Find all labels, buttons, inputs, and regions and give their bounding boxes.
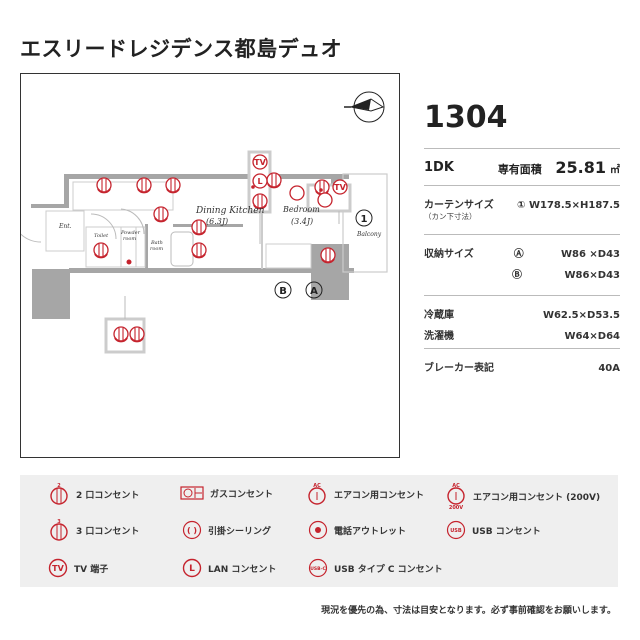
fridge-value: W62.5×D53.5 — [542, 310, 620, 321]
curtain-sublabel: （カン下寸法） — [424, 212, 477, 221]
svg-text:Bath: Bath — [150, 240, 163, 246]
svg-text:TV: TV — [254, 158, 266, 167]
area-unit: ㎡ — [610, 164, 620, 176]
svg-text:Dining Kitchen: Dining Kitchen — [195, 206, 265, 216]
floor-plan: TV L TV Dining Kitchen (6.3J) Bedroom (3.4… — [20, 73, 400, 458]
storage-a-marker: Ⓐ — [513, 249, 524, 260]
svg-text:Balcony: Balcony — [356, 231, 382, 238]
svg-text:A: A — [310, 286, 318, 297]
outlet-3-icon: 3 — [50, 519, 68, 541]
compass-icon — [344, 91, 385, 123]
phone-outlet-icon — [308, 520, 328, 540]
storage-a-value: W86 ×D43 — [560, 249, 620, 260]
svg-text:Bedroom: Bedroom — [282, 205, 320, 214]
tv-terminal-icon: TV — [48, 558, 68, 578]
svg-text:(6.3J): (6.3J) — [206, 217, 228, 226]
svg-text:3: 3 — [57, 519, 61, 525]
layout-type: 1DK — [424, 159, 454, 175]
svg-text:room: room — [123, 236, 136, 242]
svg-text:USB: USB — [450, 528, 462, 534]
storage-b-value: W86×D43 — [564, 270, 620, 281]
svg-text:( ): ( ) — [187, 526, 197, 535]
svg-text:2: 2 — [57, 483, 61, 489]
washer-label: 洗濯機 — [424, 331, 454, 342]
legend-item-phone: 電話アウトレット — [308, 520, 406, 540]
svg-text:TV: TV — [334, 183, 346, 192]
ac-outlet-icon: AC — [308, 483, 326, 505]
usb-c-outlet-icon: USB-C — [308, 558, 328, 578]
svg-text:room: room — [150, 246, 163, 252]
floor-plan-drawing: TV L TV Dining Kitchen (6.3J) Bedroom (3.4… — [21, 91, 388, 354]
legend-item-tv: TV TV 端子 — [48, 558, 108, 578]
property-title: エスリードレジデンス都島デュオ — [20, 37, 343, 61]
breaker-label: ブレーカー表記 — [424, 363, 494, 374]
svg-text:AC: AC — [452, 483, 460, 489]
svg-text:200V: 200V — [449, 505, 463, 509]
ceiling-hook-icon: ( ) — [182, 520, 202, 540]
room-number: 1304 — [424, 100, 508, 135]
curtain-value: W178.5×H187.5 — [528, 200, 620, 211]
svg-text:L: L — [257, 177, 262, 186]
outlet-2-icon: 2 — [50, 483, 68, 505]
lan-outlet-icon: L — [182, 558, 202, 578]
ac-outlet-200v-icon: AC 200V — [447, 483, 465, 509]
svg-text:(3.4J): (3.4J) — [291, 217, 313, 226]
disclaimer-note: 現況を優先の為、寸法は目安となります。必ず事前確認をお願いします。 — [321, 606, 616, 616]
svg-text:1: 1 — [361, 214, 368, 225]
breaker-value: 40A — [598, 363, 620, 374]
curtain-label: カーテンサイズ — [424, 200, 494, 211]
legend-item-outlet-3: 3 3 口コンセント — [48, 519, 139, 541]
legend-item-usb-c: USB-C USB タイプ C コンセント — [308, 558, 443, 578]
svg-text:Ent.: Ent. — [58, 223, 72, 230]
svg-text:TV: TV — [52, 564, 64, 573]
gas-outlet-icon — [180, 486, 204, 500]
legend-item-lan: L LAN コンセント — [182, 558, 276, 578]
area-value: 25.81 — [555, 157, 606, 177]
storage-b-marker: Ⓑ — [512, 270, 522, 281]
svg-text:USB-C: USB-C — [310, 566, 326, 572]
legend-item-outlet-2: 2 2 口コンセント — [48, 483, 139, 505]
legend-item-gas: ガスコンセント — [180, 486, 273, 500]
curtain-marker: ① — [517, 200, 526, 211]
usb-outlet-icon: USB — [446, 520, 466, 540]
svg-text:B: B — [279, 286, 287, 297]
storage-label: 収納サイズ — [424, 249, 474, 260]
legend-item-ceiling: ( ) 引掛シーリング — [182, 520, 271, 540]
svg-text:Toilet: Toilet — [94, 233, 109, 239]
legend-item-ac: AC エアコン用コンセント — [306, 483, 424, 505]
fridge-label: 冷蔵庫 — [424, 310, 454, 321]
washer-value: W64×D64 — [564, 331, 620, 342]
svg-text:Powder: Powder — [120, 230, 141, 236]
unit-info-panel: 1304 1DK 専有面積 25.81 ㎡ カーテンサイズ ① W178.5×H1… — [424, 100, 620, 384]
svg-text:AC: AC — [313, 483, 321, 489]
svg-text:L: L — [189, 564, 195, 574]
area-label: 専有面積 — [497, 162, 542, 176]
legend-item-usb: USB USB コンセント — [446, 520, 541, 540]
